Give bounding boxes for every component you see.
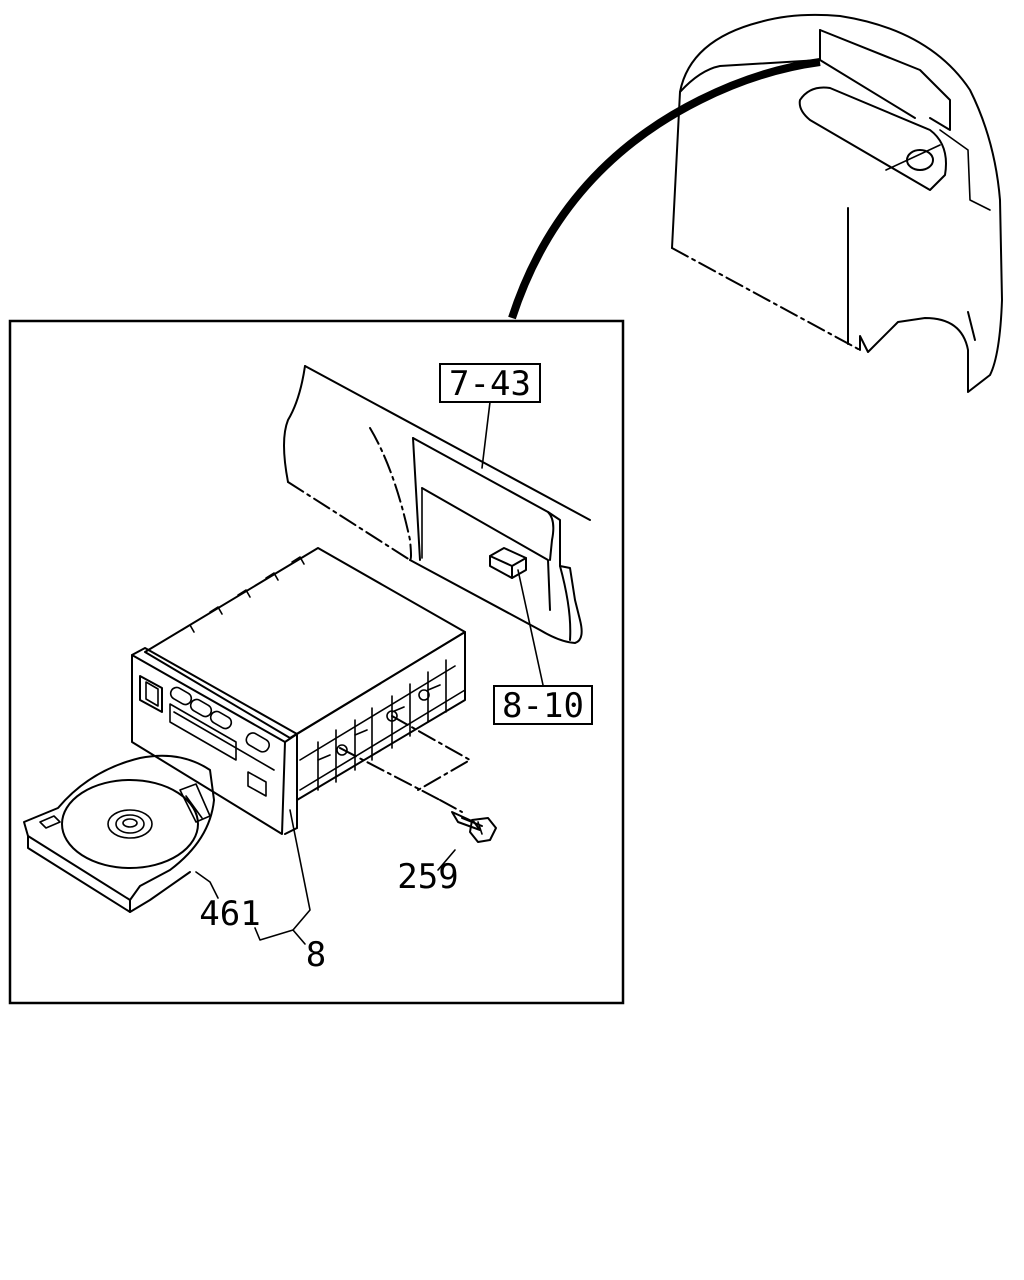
callout-label-connector-ref: 8-10 [502,686,584,726]
callout-label-assembly: 8 [306,935,326,975]
leader-lines [195,401,544,945]
cd-magazine [23,754,215,913]
bolt [451,811,497,843]
callout-box-connector-ref [493,685,593,725]
vehicle-cab-outline [671,13,1003,393]
mounting-guide [339,715,471,813]
connector-block [489,547,527,579]
instrument-panel [283,365,591,644]
detail-leader-curve [508,58,821,320]
detail-frame [8,319,625,1005]
callout-label-bolt: 259 [397,857,458,897]
callout-box-panel-ref [439,363,541,403]
callout-label-cd-magazine: 461 [199,894,260,934]
callout-label-panel-ref: 7-43 [449,364,531,404]
radio-unit [131,547,466,835]
